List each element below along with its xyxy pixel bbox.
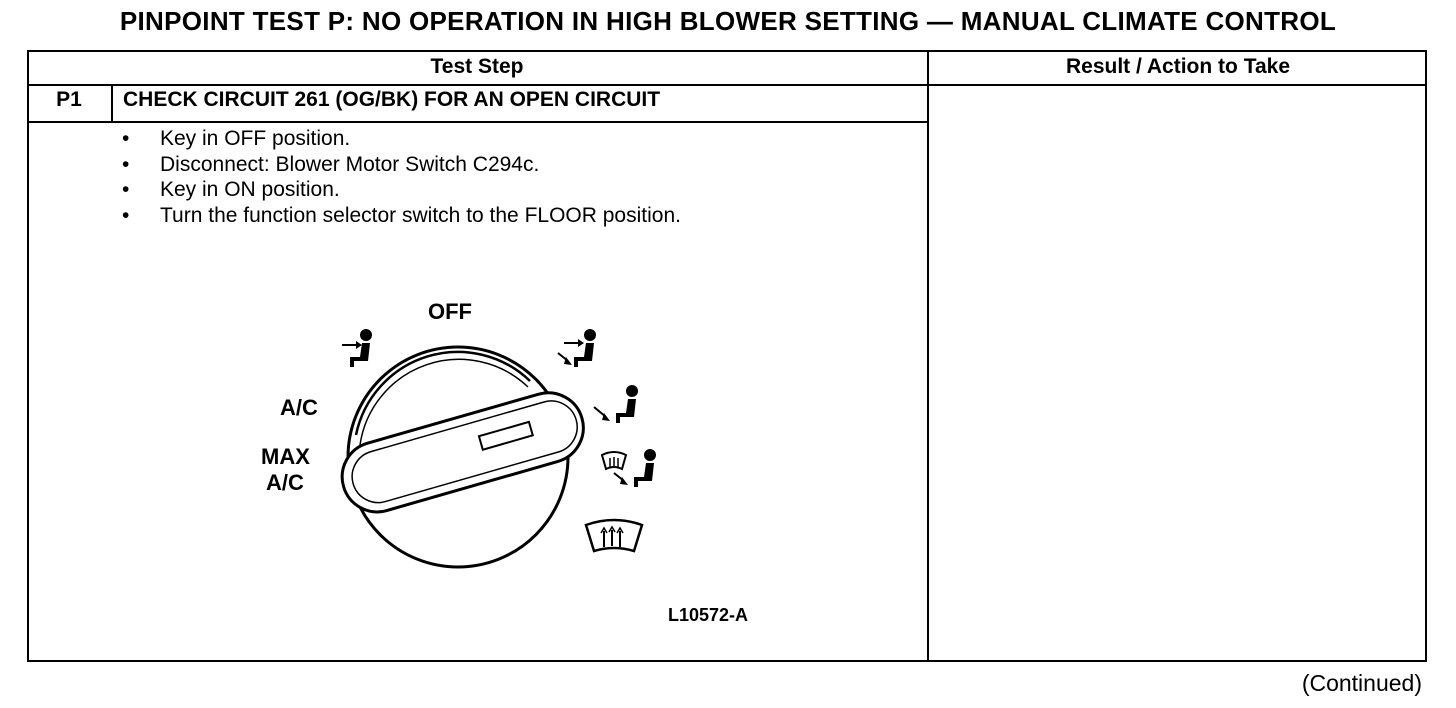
- step-instructions: Key in OFF position. Disconnect: Blower …: [116, 126, 681, 228]
- instruction-item: Key in ON position.: [116, 177, 681, 203]
- step-id: P1: [56, 88, 82, 111]
- selector-knob: [340, 345, 585, 569]
- instruction-item: Turn the function selector switch to the…: [116, 203, 681, 229]
- panel-floor-icon: [557, 329, 596, 367]
- step-title-divider: [27, 121, 929, 123]
- floor-icon: [593, 385, 638, 423]
- label-off: OFF: [428, 299, 472, 324]
- label-max-ac: A/C: [266, 470, 304, 495]
- step-id-divider: [111, 84, 113, 123]
- page-title: PINPOINT TEST P: NO OPERATION IN HIGH BL…: [119, 6, 1337, 36]
- figure-id: L10572-A: [668, 605, 748, 625]
- header-divider: [27, 84, 1427, 86]
- continued-note: (Continued): [1301, 670, 1422, 696]
- defrost-icon: [584, 518, 644, 553]
- panel-vent-icon: [342, 329, 372, 367]
- instruction-item: Disconnect: Blower Motor Switch C294c.: [116, 152, 681, 178]
- function-selector-diagram: OFF A/C MAX A/C: [261, 299, 748, 625]
- label-max: MAX: [261, 444, 310, 469]
- column-divider: [927, 50, 929, 662]
- header-test-step: Test Step: [430, 55, 524, 78]
- label-ac: A/C: [280, 395, 318, 420]
- floor-defrost-icon: [600, 449, 656, 487]
- header-result-action: Result / Action to Take: [1065, 55, 1291, 78]
- test-table: [27, 50, 1427, 662]
- instruction-item: Key in OFF position.: [116, 126, 681, 152]
- step-title: CHECK CIRCUIT 261 (OG/BK) FOR AN OPEN CI…: [123, 88, 661, 111]
